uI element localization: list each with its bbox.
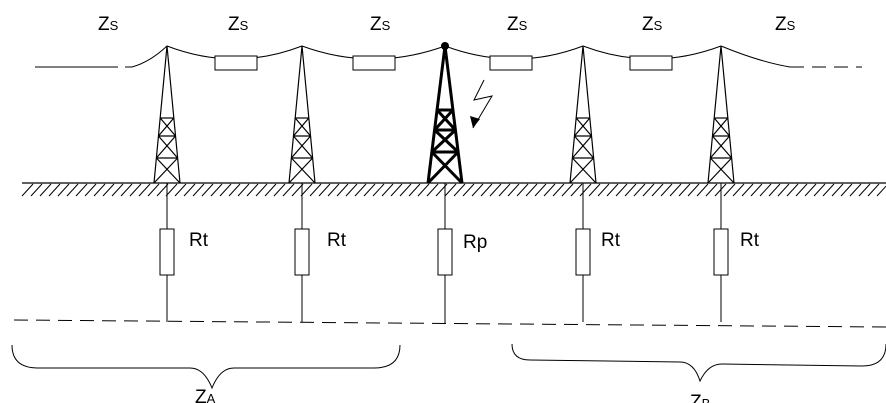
grounding-resistors — [159, 183, 729, 323]
reference-earth-line — [13, 319, 886, 328]
towers — [153, 42, 735, 185]
impedance-label-2: ZS — [228, 14, 249, 35]
ground-resistor-1 — [159, 183, 175, 322]
equivalent-label-a: ZA — [195, 387, 216, 403]
struck-tower — [426, 42, 464, 185]
series-impedance-2 — [352, 55, 396, 71]
series-impedance-4 — [629, 55, 673, 71]
ground-resistor-3 — [437, 183, 453, 323]
resistor-label-5: Rt — [740, 230, 760, 251]
ground-resistor-2 — [294, 183, 310, 322]
equivalent-label-b: ZB — [690, 392, 710, 403]
impedance-label-3: ZS — [370, 14, 391, 35]
resistor-label-3: Rp — [463, 232, 487, 253]
tower-5 — [707, 45, 735, 184]
brace-right — [511, 343, 886, 383]
ground-resistor-4 — [575, 183, 591, 322]
series-impedance-1 — [214, 55, 258, 71]
impedance-label-5: ZS — [642, 14, 663, 35]
tower-1 — [153, 45, 181, 184]
impedance-label-4: ZS — [507, 14, 528, 35]
resistor-label-4: Rt — [601, 230, 621, 251]
series-impedance-3 — [489, 55, 533, 71]
tower-4 — [569, 45, 597, 184]
resistor-label-1: Rt — [189, 230, 209, 251]
lightning-bolt-icon — [470, 79, 494, 129]
brace-left — [11, 344, 401, 390]
resistor-label-2: Rt — [327, 230, 347, 251]
ground-resistor-5 — [713, 183, 729, 322]
impedance-label-1: ZS — [98, 14, 119, 35]
impedance-label-6: ZS — [775, 14, 796, 35]
tower-2 — [288, 45, 316, 184]
ground-surface — [21, 182, 886, 197]
